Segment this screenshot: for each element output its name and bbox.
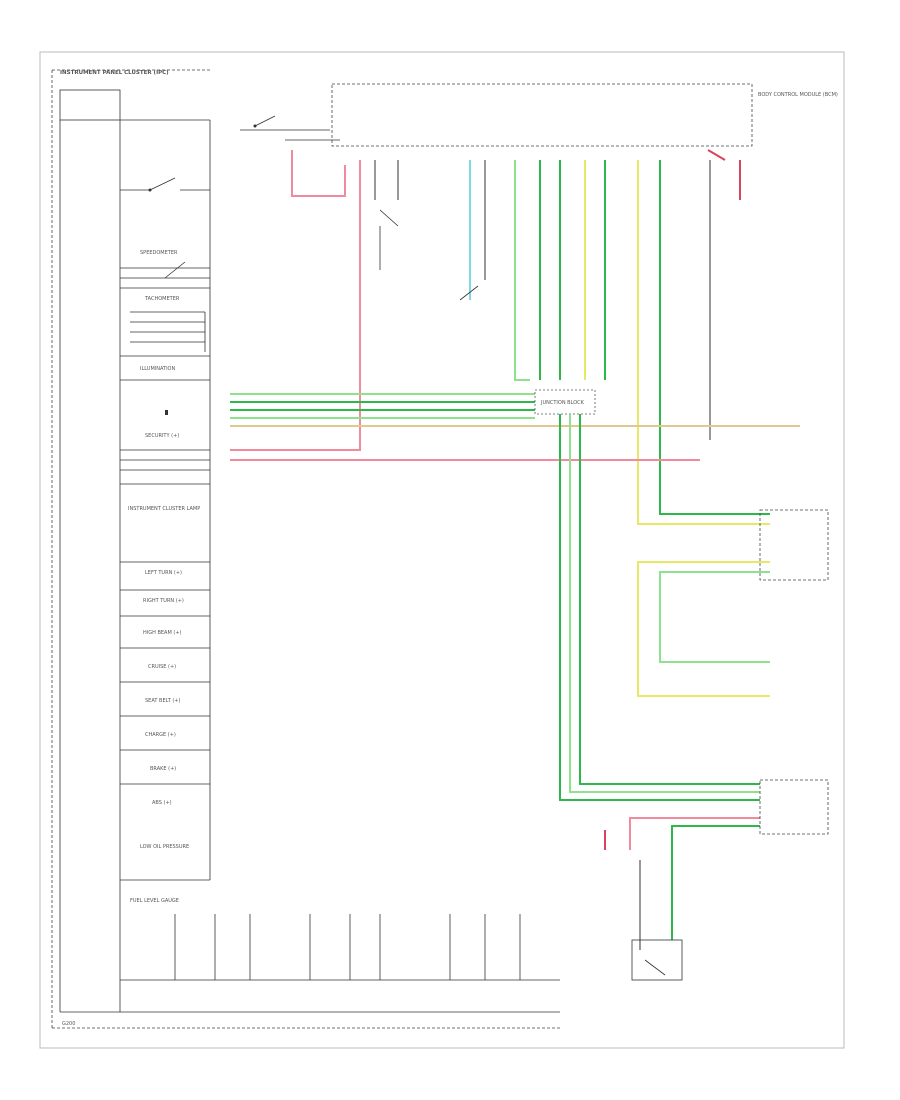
cluster-title: INSTRUMENT PANEL CLUSTER (IPC): [60, 70, 169, 76]
indicator-abs: ABS (+): [152, 800, 172, 806]
tachometer-label: TACHOMETER: [144, 296, 180, 302]
illumination-label: ILLUMINATION: [140, 366, 175, 372]
ignition-switch: [240, 115, 340, 141]
diagram-frame: [39, 51, 845, 1049]
indicator-seat-belt: SEAT BELT (+): [145, 698, 180, 704]
indicator-right-turn: RIGHT TURN (+): [143, 598, 184, 604]
right-components: [631, 509, 829, 981]
indicator-cruise: CRUISE (+): [148, 664, 176, 670]
speedometer-label: SPEEDOMETER: [140, 250, 178, 256]
indicator-left-turn: LEFT TURN (+): [145, 570, 182, 576]
body-control-module: BODY CONTROL MODULE (BCM): [331, 83, 838, 147]
indicator-low-oil: LOW OIL PRESSURE: [140, 844, 189, 850]
indicator-list: LEFT TURN (+) RIGHT TURN (+) HIGH BEAM (…: [120, 561, 210, 850]
fuel-gauge-label: FUEL LEVEL GAUGE: [130, 898, 179, 904]
wires: JUNCTION BLOCK: [230, 149, 800, 976]
bcm-title: BODY CONTROL MODULE (BCM): [758, 92, 838, 98]
cluster-lamp-label: INSTRUMENT CLUSTER LAMP: [128, 506, 200, 512]
ground-label: G200: [62, 1021, 75, 1027]
indicator-charge: CHARGE (+): [145, 732, 176, 738]
indicator-brake: BRAKE (+): [150, 766, 176, 772]
indicator-high-beam: HIGH BEAM (+): [143, 630, 182, 636]
instrument-cluster: INSTRUMENT PANEL CLUSTER (IPC) SPEEDOMET…: [51, 69, 560, 1029]
junction-block: [534, 389, 596, 415]
junction-label: JUNCTION BLOCK: [540, 400, 585, 406]
security-label: SECURITY (+): [145, 433, 179, 439]
